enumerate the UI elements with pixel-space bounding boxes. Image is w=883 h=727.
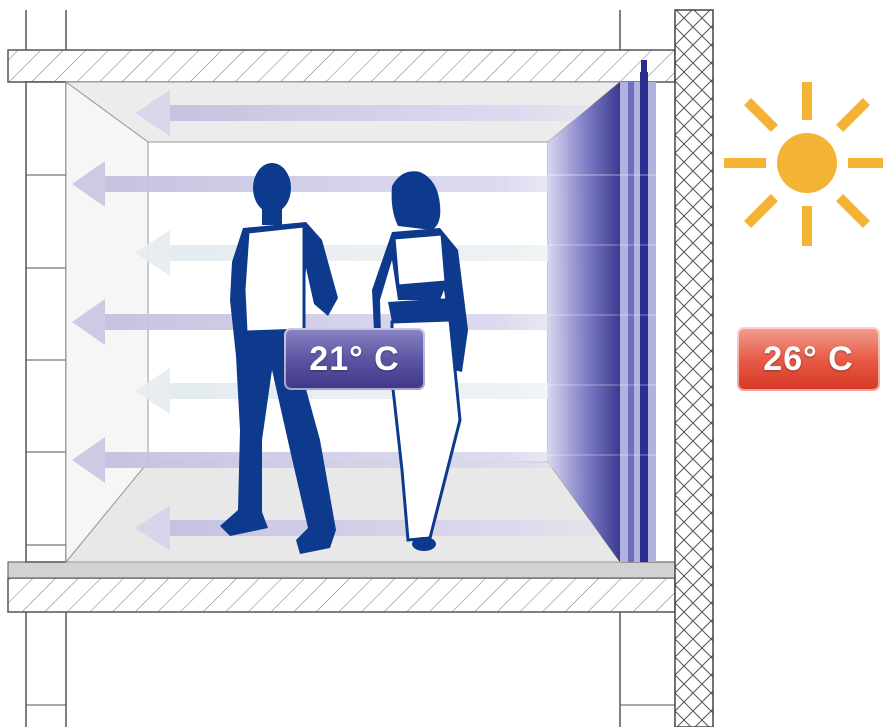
person-silhouette-icon: [372, 171, 468, 551]
arrow-left-icon: [135, 505, 640, 551]
arrow-left-icon: [72, 161, 640, 207]
indoor-temperature-label: 21° C: [309, 339, 400, 378]
outdoor-temperature-label: 26° C: [763, 339, 854, 378]
outdoor-temperature-badge: 26° C: [737, 327, 880, 391]
arrow-left-icon: [72, 437, 640, 483]
cooling-wall-panel: [548, 60, 656, 562]
indoor-temperature-badge: 21° C: [284, 328, 425, 390]
sun-icon: [724, 82, 883, 246]
arrow-left-icon: [135, 90, 640, 136]
building-structure: [7, 9, 714, 727]
man-shirt: [242, 224, 306, 334]
